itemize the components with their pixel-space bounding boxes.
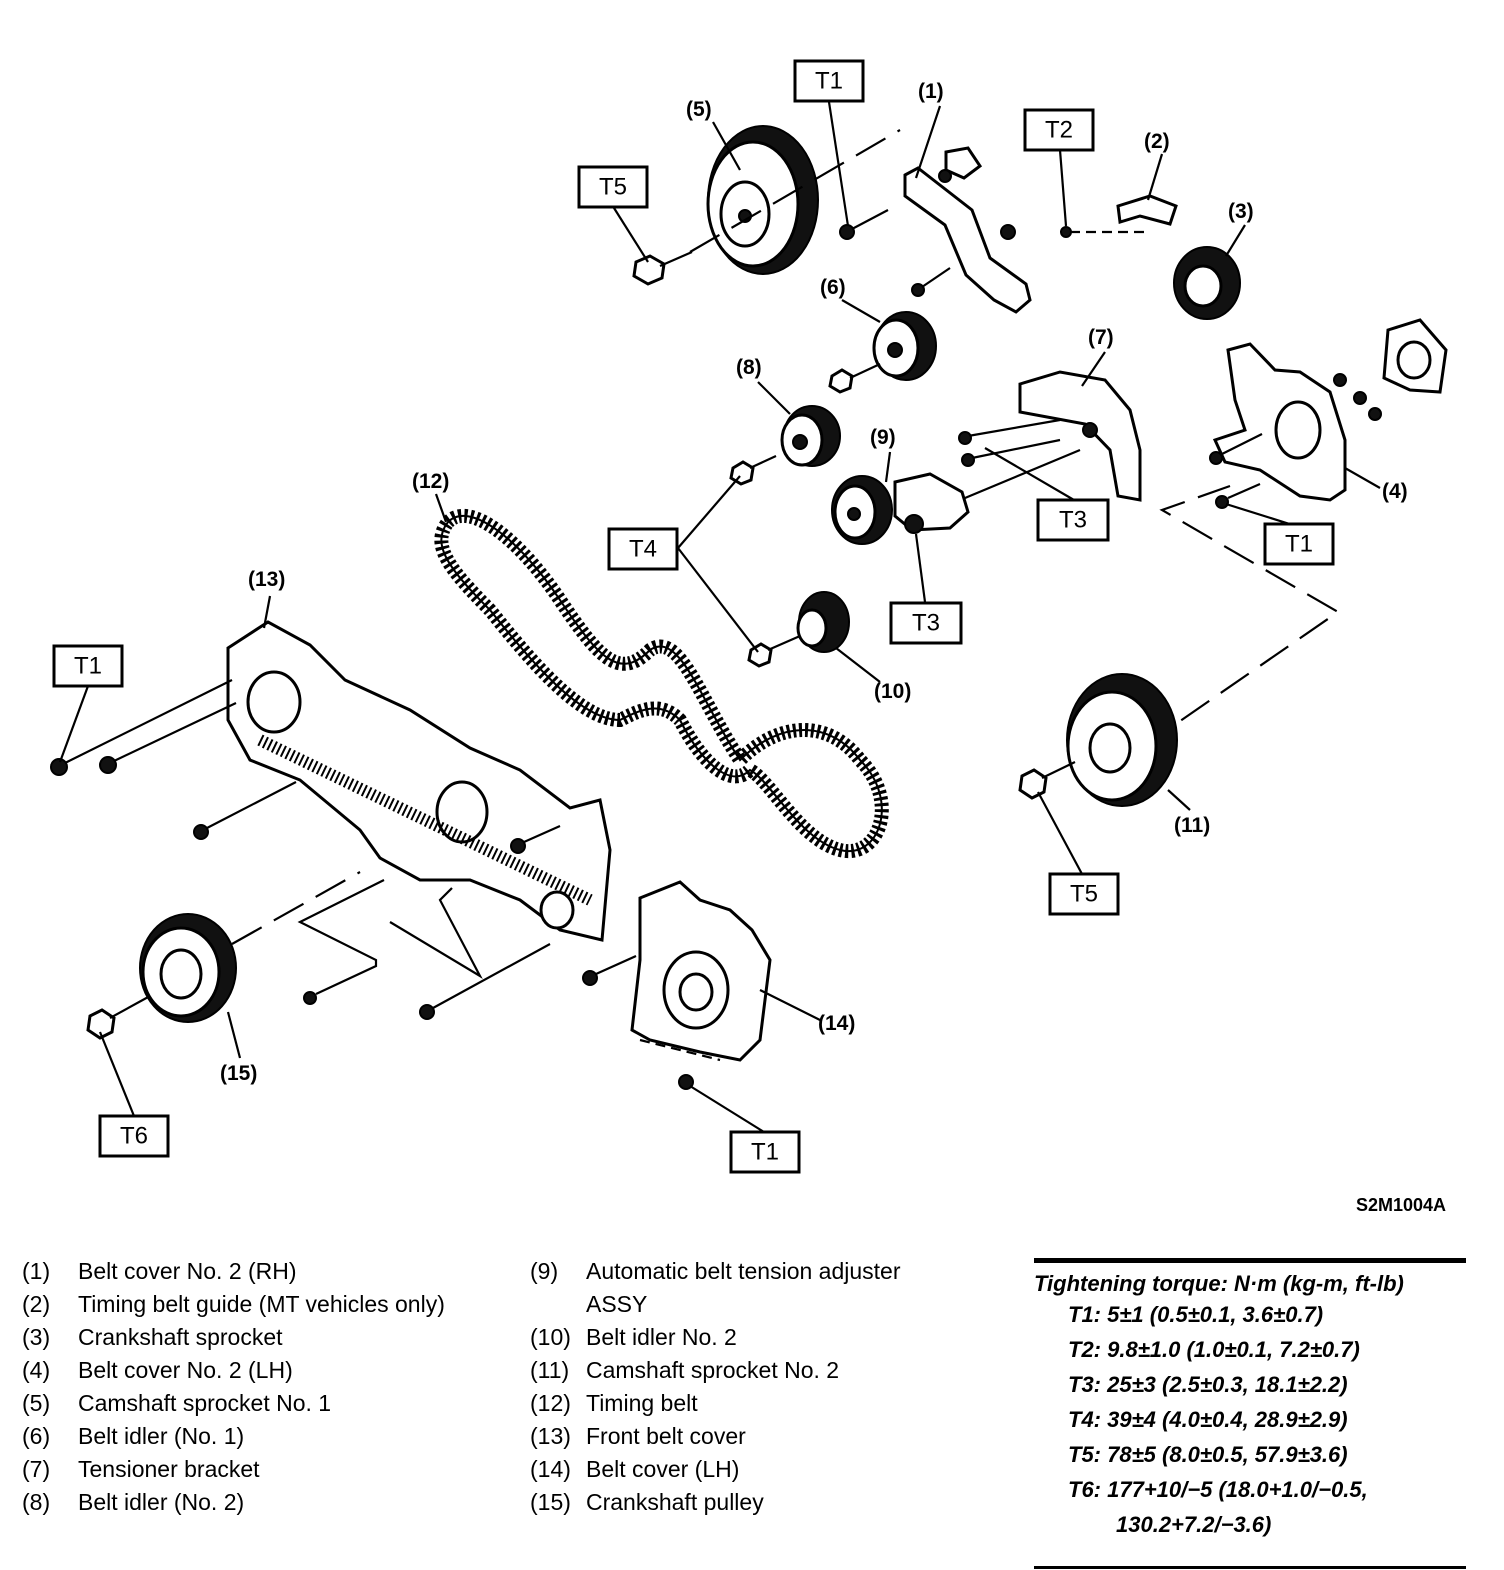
table-bottom-rule — [1034, 1566, 1466, 1569]
parts-legend-left: (1)Belt cover No. 2 (RH) (2)Timing belt … — [22, 1255, 462, 1519]
legend-item: (11)Camshaft sprocket No. 2 — [530, 1357, 840, 1383]
crankshaft-pulley — [86, 913, 237, 1040]
belt-cover-lh — [582, 880, 772, 1090]
legend-item: (15)Crankshaft pulley — [530, 1489, 764, 1515]
svg-text:T1: T1 — [74, 652, 102, 679]
callout-4: (4) — [1382, 480, 1408, 503]
legend-item: (6)Belt idler (No. 1) — [22, 1423, 245, 1449]
tightening-torque-table: Tightening torque: N·m (kg-m, ft-lb) T1:… — [1034, 1258, 1466, 1569]
svg-text:T1: T1 — [815, 67, 843, 94]
callout-14: (14) — [818, 1012, 855, 1035]
bolts-belt-cover-2-rh — [839, 209, 951, 297]
torque-t6: T6: 177+10/−5 (18.0+1.0/−0.5, — [1068, 1477, 1368, 1502]
svg-text:T3: T3 — [912, 609, 940, 636]
svg-text:T5: T5 — [599, 173, 627, 200]
figure-code: S2M1004A — [1356, 1195, 1447, 1215]
parts-legend-middle: (9)Automatic belt tension adjuster ASSY … — [530, 1255, 970, 1519]
svg-text:T1: T1 — [751, 1138, 779, 1165]
callout-6: (6) — [820, 276, 846, 299]
legend-item: (14)Belt cover (LH) — [530, 1456, 740, 1482]
belt-idler-no-2-small — [747, 591, 850, 668]
legend-item: (13)Front belt cover — [530, 1423, 746, 1449]
svg-text:T6: T6 — [120, 1122, 148, 1149]
callout-5: (5) — [686, 98, 712, 121]
torque-t6-cont: 130.2+7.2/−3.6) — [1116, 1512, 1272, 1537]
torque-box-t4: T4 — [607, 527, 679, 571]
torque-table-header: Tightening torque: N·m (kg-m, ft-lb) — [1034, 1271, 1404, 1296]
timing-belt-exploded-diagram: T1 T2 T5 T3 T1 T4 T3 T1 T5 T6 T1 (1) (2 — [50, 59, 1448, 1174]
torque-box-t5: T5 — [577, 165, 649, 209]
legend-item: (5)Camshaft sprocket No. 1 — [22, 1390, 332, 1416]
callout-13: (13) — [248, 568, 285, 591]
bolts-front-belt-cover — [50, 679, 561, 1020]
legend-item: (4)Belt cover No. 2 (LH) — [22, 1357, 293, 1383]
crankshaft-sprocket — [1173, 246, 1241, 320]
timing-belt-guide — [1060, 194, 1178, 238]
torque-box-t2: T2 — [1023, 108, 1095, 152]
legend-item: (1)Belt cover No. 2 (RH) — [22, 1258, 297, 1284]
belt-tension-adjuster — [831, 448, 1081, 545]
callout-11: (11) — [1174, 814, 1210, 837]
legend-item: (3)Crankshaft sprocket — [22, 1324, 283, 1350]
belt-idler-2 — [729, 405, 841, 486]
legend-item: (2)Timing belt guide (MT vehicles only) — [22, 1291, 445, 1317]
torque-t4: T4: 39±4 (4.0±0.4, 28.9±2.9) — [1068, 1407, 1348, 1432]
callout-3: (3) — [1228, 200, 1254, 223]
torque-box-t3: T3 — [889, 601, 963, 645]
callout-2: (2) — [1144, 130, 1170, 153]
belt-cover-2-rh — [903, 146, 1032, 314]
torque-box-t1: T1 — [1263, 522, 1335, 566]
torque-box-t1: T1 — [729, 1130, 801, 1174]
torque-t3: T3: 25±3 (2.5±0.3, 18.1±2.2) — [1068, 1372, 1348, 1397]
legend-item: (7)Tensioner bracket — [22, 1456, 260, 1482]
callout-8: (8) — [736, 356, 762, 379]
timing-belt — [434, 509, 889, 859]
callout-9: (9) — [870, 426, 896, 449]
torque-t1: T1: 5±1 (0.5±0.1, 3.6±0.7) — [1068, 1302, 1324, 1327]
callout-12: (12) — [412, 470, 449, 493]
callout-15: (15) — [220, 1062, 257, 1085]
callout-7: (7) — [1088, 326, 1114, 349]
torque-t5: T5: 78±5 (8.0±0.5, 57.9±3.6) — [1068, 1442, 1348, 1467]
camshaft-sprocket-2 — [1018, 673, 1178, 807]
svg-text:T4: T4 — [629, 535, 657, 562]
legend-item: (12)Timing belt — [530, 1390, 698, 1416]
callout-10: (10) — [874, 680, 911, 703]
torque-box-t6: T6 — [98, 1114, 170, 1158]
svg-text:T1: T1 — [1285, 530, 1313, 557]
svg-text:T2: T2 — [1045, 116, 1073, 143]
callout-1: (1) — [918, 80, 944, 103]
callout-leaders — [58, 101, 1381, 1133]
torque-box-t1: T1 — [793, 59, 865, 103]
front-belt-cover — [226, 620, 612, 942]
tensioner-bracket — [958, 370, 1142, 502]
bolt-camshaft-sprocket-1 — [632, 250, 693, 286]
belt-idler-1 — [828, 311, 937, 394]
svg-text:T5: T5 — [1070, 880, 1098, 907]
camshaft-sprocket-1 — [706, 125, 819, 275]
legend-item: (8)Belt idler (No. 2) — [22, 1489, 245, 1515]
legend-item: (9)Automatic belt tension adjuster ASSY — [530, 1258, 901, 1317]
belt-cover-2-lh — [1209, 318, 1448, 509]
svg-text:T3: T3 — [1059, 506, 1087, 533]
torque-box-t1: T1 — [52, 644, 124, 688]
torque-box-t5: T5 — [1048, 872, 1120, 916]
torque-box-t3: T3 — [1036, 498, 1110, 542]
torque-t2: T2: 9.8±1.0 (1.0±0.1, 7.2±0.7) — [1068, 1337, 1360, 1362]
legend-item: (10)Belt idler No. 2 — [530, 1324, 737, 1350]
